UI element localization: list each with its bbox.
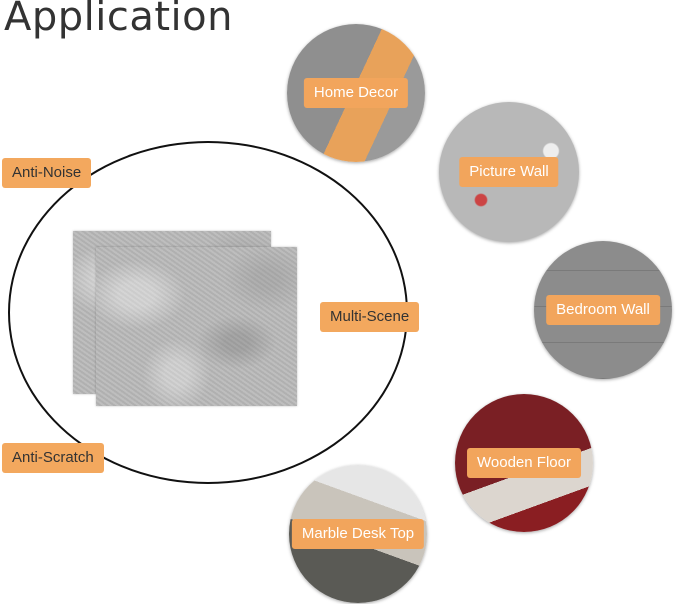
scene-picture-wall: Picture Wall	[439, 102, 579, 242]
marble-desk-top-label: Marble Desk Top	[291, 519, 425, 549]
picture-wall-label: Picture Wall	[459, 157, 559, 187]
scene-home-decor: Home Decor	[287, 24, 425, 162]
bedroom-wall-label: Bedroom Wall	[546, 295, 660, 325]
anti-scratch-label: Anti-Scratch	[2, 443, 104, 473]
wooden-floor-label: Wooden Floor	[467, 448, 581, 478]
anti-noise-label: Anti-Noise	[2, 158, 92, 188]
multi-scene-label: Multi-Scene	[320, 302, 420, 332]
scene-wooden-floor: Wooden Floor	[455, 394, 593, 532]
felt-panel-front	[96, 247, 297, 406]
scene-marble-desk-top: Marble Desk Top	[289, 465, 427, 603]
page-title: Application	[4, 0, 233, 40]
home-decor-label: Home Decor	[303, 78, 409, 108]
scene-bedroom-wall: Bedroom Wall	[534, 241, 672, 379]
